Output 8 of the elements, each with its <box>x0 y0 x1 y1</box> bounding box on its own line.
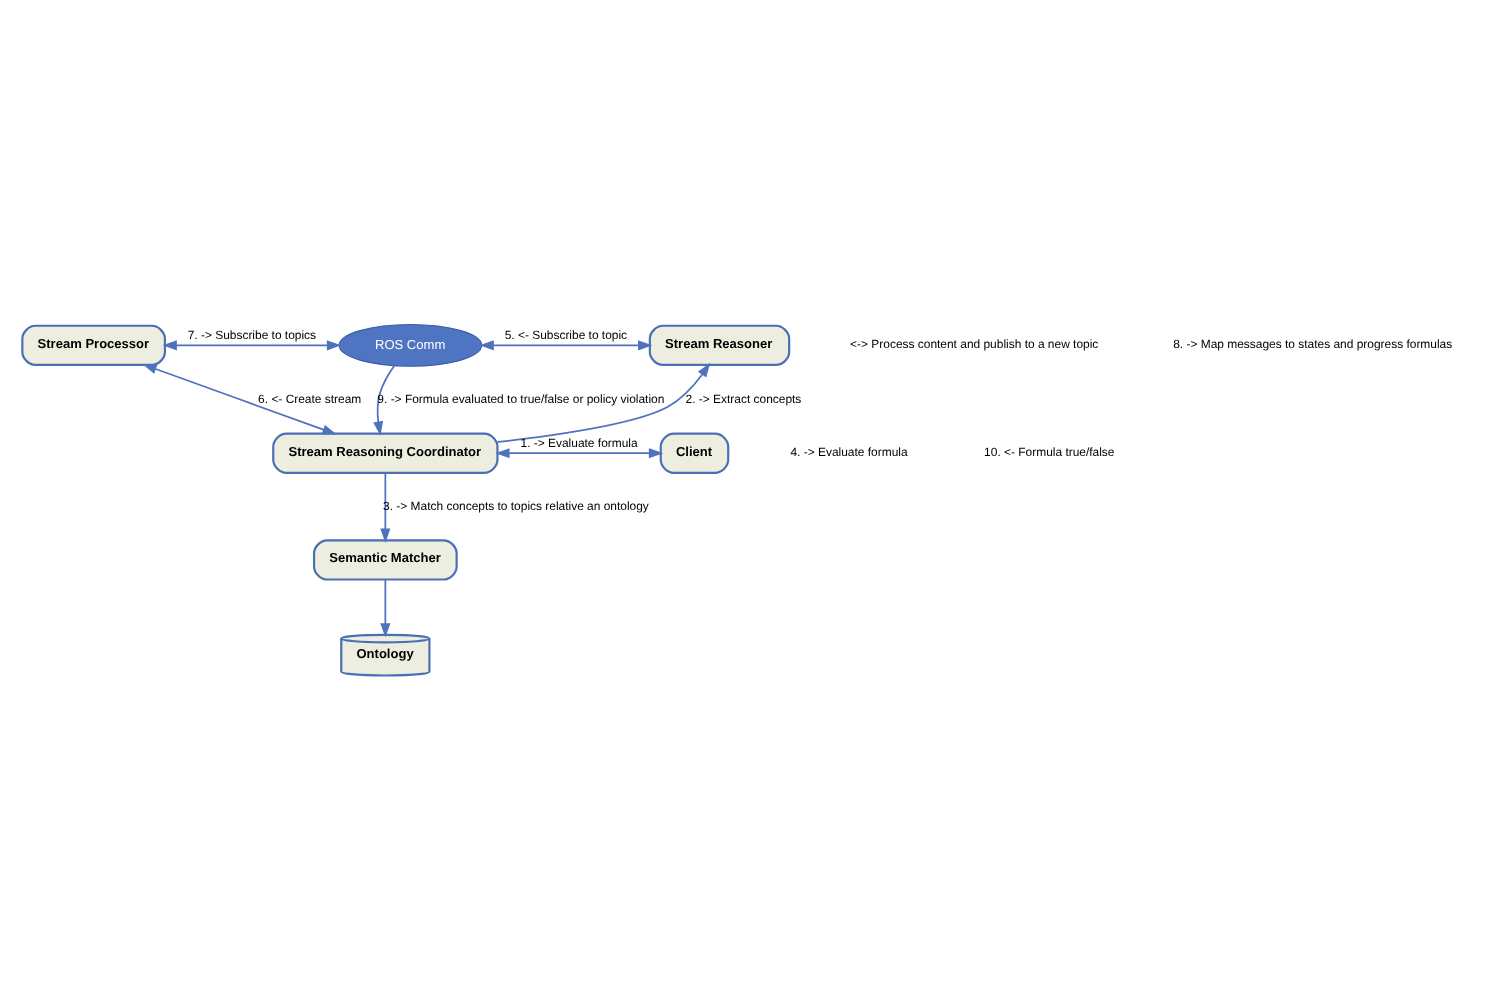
arrow <box>372 364 395 436</box>
arrow <box>495 362 710 443</box>
arrow <box>478 340 652 351</box>
arrow <box>379 472 390 543</box>
arrow <box>379 578 390 638</box>
arrow <box>141 364 336 435</box>
arrow <box>161 340 341 351</box>
arrow <box>494 448 663 459</box>
